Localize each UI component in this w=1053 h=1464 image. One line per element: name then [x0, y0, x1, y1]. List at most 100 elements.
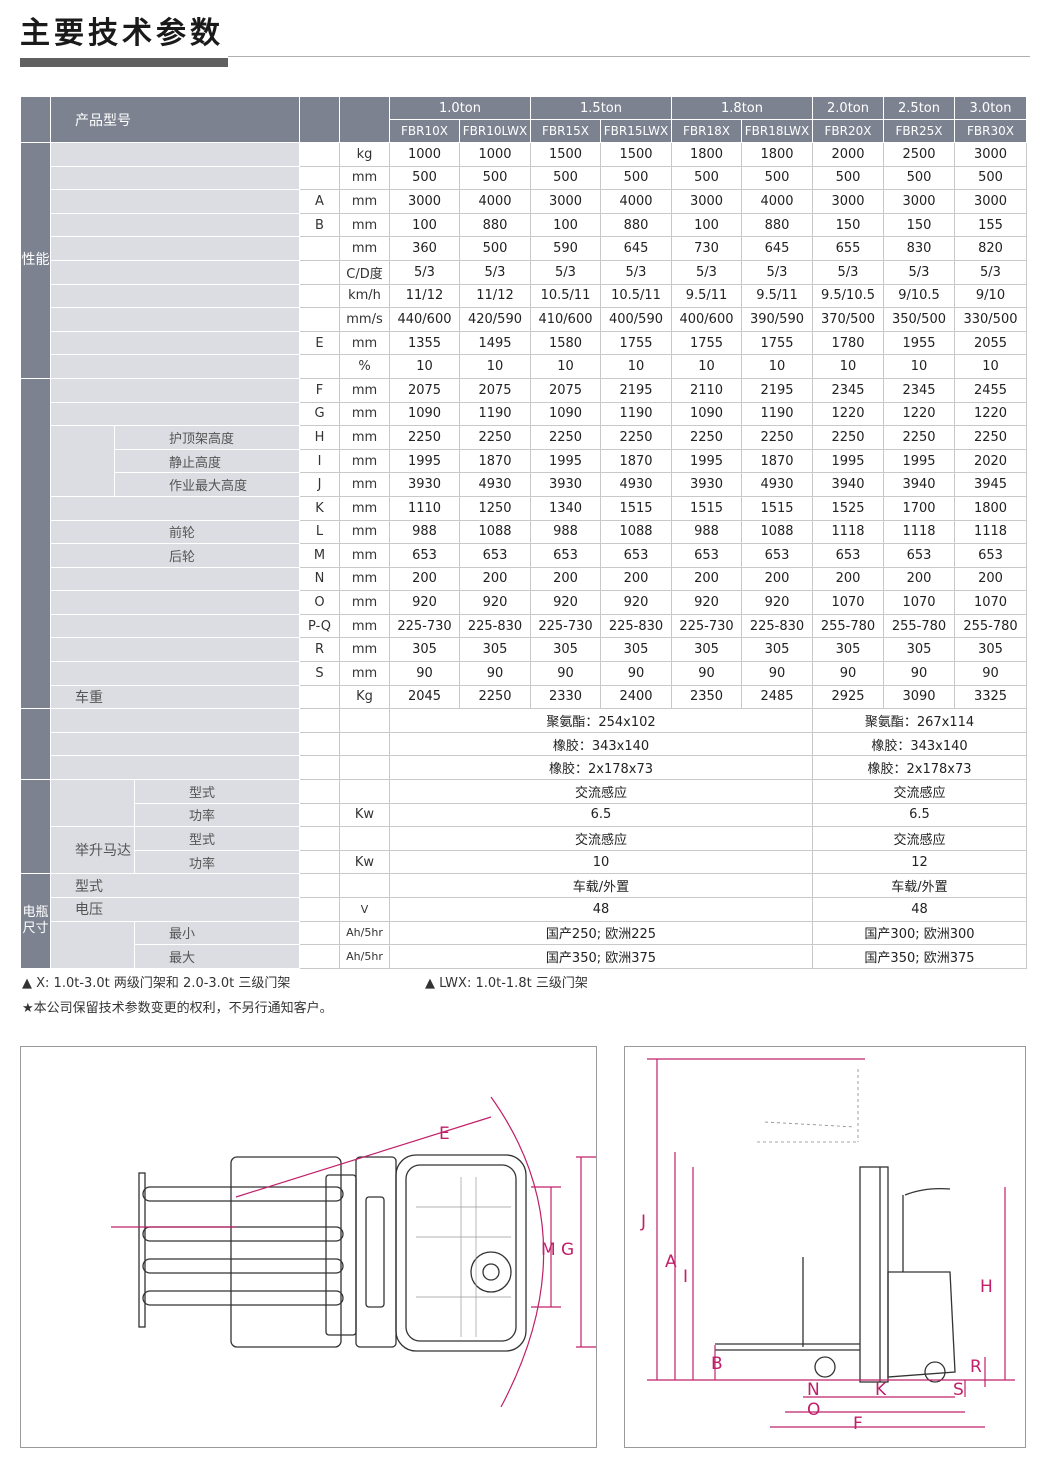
row-code: N [299, 566, 340, 592]
value-cell: 1780 [812, 330, 884, 356]
value-cell: 1110 [389, 495, 460, 521]
value-cell: 880 [600, 212, 672, 238]
value-cell: 100 [389, 212, 460, 238]
row-code [299, 283, 340, 309]
value-merged: 聚氨酯：267x114 [812, 708, 1027, 733]
row-label [50, 566, 300, 592]
value-cell: 653 [954, 543, 1027, 568]
row-unit: mm [339, 448, 390, 474]
side-view-diagram: J A I H B R S N K O F [624, 1046, 1026, 1448]
value-cell: 410/600 [530, 307, 601, 332]
value-cell: 225-730 [389, 613, 460, 639]
row-unit: mm [339, 472, 390, 497]
row-unit [339, 779, 390, 804]
value-cell: 9.5/11 [741, 283, 813, 309]
row-label: 功率 [134, 849, 300, 875]
row-unit: C/D度 [339, 259, 390, 285]
value-merged: 橡胶：2x178x73 [389, 755, 813, 781]
value-cell: 988 [389, 519, 460, 545]
row-unit: mm [339, 661, 390, 686]
value-cell: 1500 [530, 142, 601, 167]
value-cell: 2250 [530, 425, 601, 450]
row-label: 型式 [134, 779, 300, 804]
row-code: M [299, 543, 340, 568]
value-merged: 车载/外置 [389, 873, 813, 898]
dim-label-h: H [980, 1277, 993, 1297]
value-cell: 10 [530, 354, 601, 379]
row-label [50, 259, 300, 285]
row-code [299, 708, 340, 733]
row-code: R [299, 637, 340, 663]
note-lwx: ▲ LWX: 1.0t-1.8t 三级门架 [425, 976, 588, 991]
value-cell: 225-730 [530, 613, 601, 639]
title-underline-bar [20, 58, 228, 67]
value-cell: 500 [883, 165, 955, 191]
row-code [299, 779, 340, 804]
row-unit [339, 708, 390, 733]
value-cell: 1220 [812, 401, 884, 427]
value-cell: 4930 [600, 472, 672, 497]
row-code: J [299, 472, 340, 497]
row-unit: mm/s [339, 307, 390, 332]
model-name: FBR18X [671, 119, 742, 143]
value-cell: 100 [530, 212, 601, 238]
value-cell: 200 [459, 566, 531, 592]
top-view-diagram: E M G [20, 1046, 597, 1448]
value-cell: 9.5/10.5 [812, 283, 884, 309]
value-cell: 653 [459, 543, 531, 568]
value-cell: 150 [883, 212, 955, 238]
value-cell: 1090 [530, 401, 601, 427]
row-label [50, 755, 300, 781]
row-label: 最大 [134, 944, 300, 969]
row-label [50, 283, 300, 309]
row-code: I [299, 448, 340, 474]
row-code [299, 307, 340, 332]
value-cell: 305 [883, 637, 955, 663]
value-cell: 305 [459, 637, 531, 663]
row-code [299, 849, 340, 875]
value-merged: 国产350; 欧洲375 [389, 944, 813, 969]
value-cell: 305 [530, 637, 601, 663]
row-label [50, 189, 300, 214]
value-cell: 225-830 [741, 613, 813, 639]
value-cell: 2250 [459, 425, 531, 450]
value-cell: 330/500 [954, 307, 1027, 332]
value-cell: 1755 [671, 330, 742, 356]
value-cell: 3000 [671, 189, 742, 214]
value-cell: 3930 [530, 472, 601, 497]
value-cell: 2075 [389, 377, 460, 403]
value-cell: 2925 [812, 684, 884, 710]
value-cell: 1800 [954, 495, 1027, 521]
row-code [299, 826, 340, 851]
value-cell: 500 [459, 165, 531, 191]
row-unit [339, 731, 390, 757]
value-cell: 3000 [812, 189, 884, 214]
category-header-col [20, 96, 51, 143]
value-cell: 400/600 [671, 307, 742, 332]
value-cell: 1755 [600, 330, 672, 356]
value-cell: 500 [954, 165, 1027, 191]
value-cell: 1088 [741, 519, 813, 545]
value-cell: 1190 [741, 401, 813, 427]
row-code: E [299, 330, 340, 356]
value-cell: 500 [741, 165, 813, 191]
row-code: P-Q [299, 613, 340, 639]
tonnage-group: 1.0ton [389, 96, 531, 120]
value-cell: 90 [671, 661, 742, 686]
value-cell: 1220 [883, 401, 955, 427]
value-cell: 653 [812, 543, 884, 568]
value-cell: 305 [600, 637, 672, 663]
value-cell: 5/3 [883, 259, 955, 285]
value-cell: 200 [954, 566, 1027, 592]
row-label: 最小 [134, 920, 300, 946]
